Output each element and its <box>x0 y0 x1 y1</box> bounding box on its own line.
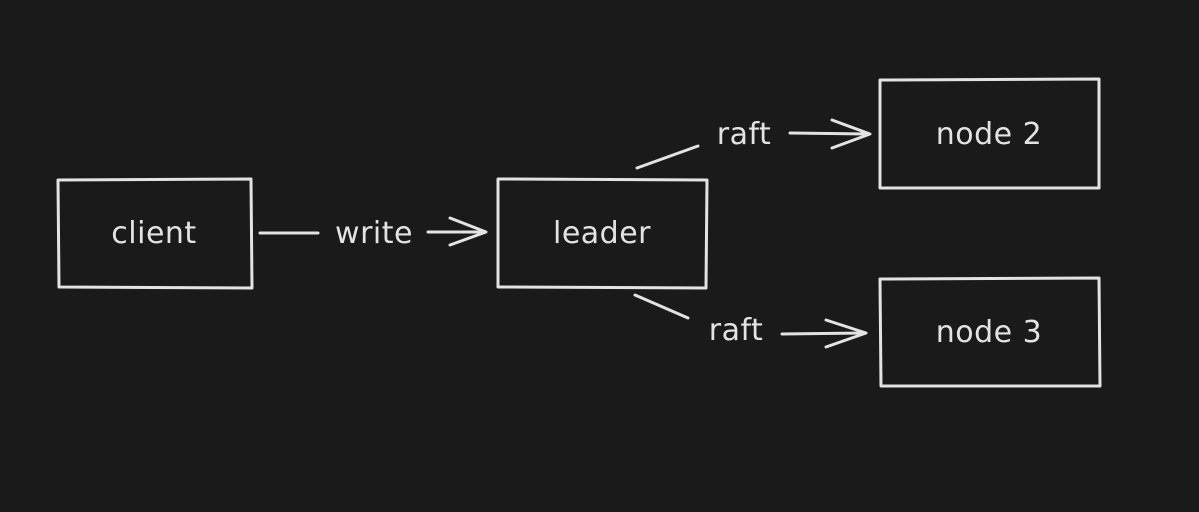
edge-raft-top-line-end <box>788 131 870 136</box>
node-node2[interactable]: node 2 <box>878 77 1101 190</box>
node-client-box <box>56 177 254 290</box>
node-node2-label: node 2 <box>936 117 1043 152</box>
edge-raft-bottom-label: raft <box>709 313 764 348</box>
node-node3-label: node 3 <box>936 315 1043 350</box>
node-client-label: client <box>111 216 196 251</box>
edge-raft-bottom-line-start <box>633 293 690 320</box>
edge-write-arrowhead <box>448 216 488 247</box>
node-node2-box <box>878 77 1101 190</box>
edge-write: write <box>258 216 488 251</box>
edge-raft-bottom-arrowhead <box>824 318 868 349</box>
edge-write-label: write <box>335 216 413 251</box>
node-leader-label: leader <box>553 216 651 251</box>
edge-raft-top: raft <box>635 117 872 170</box>
node-node3-box <box>878 276 1102 388</box>
edge-raft-top-arrowhead <box>830 118 872 150</box>
edge-raft-top-label: raft <box>717 117 772 152</box>
node-leader-box <box>496 177 709 290</box>
edge-raft-bottom: raft <box>633 293 868 349</box>
node-node3[interactable]: node 3 <box>878 276 1102 388</box>
node-leader[interactable]: leader <box>496 177 709 290</box>
node-client[interactable]: client <box>56 177 254 290</box>
edge-raft-top-line-start <box>635 144 700 170</box>
edge-raft-bottom-line-end <box>780 331 866 336</box>
